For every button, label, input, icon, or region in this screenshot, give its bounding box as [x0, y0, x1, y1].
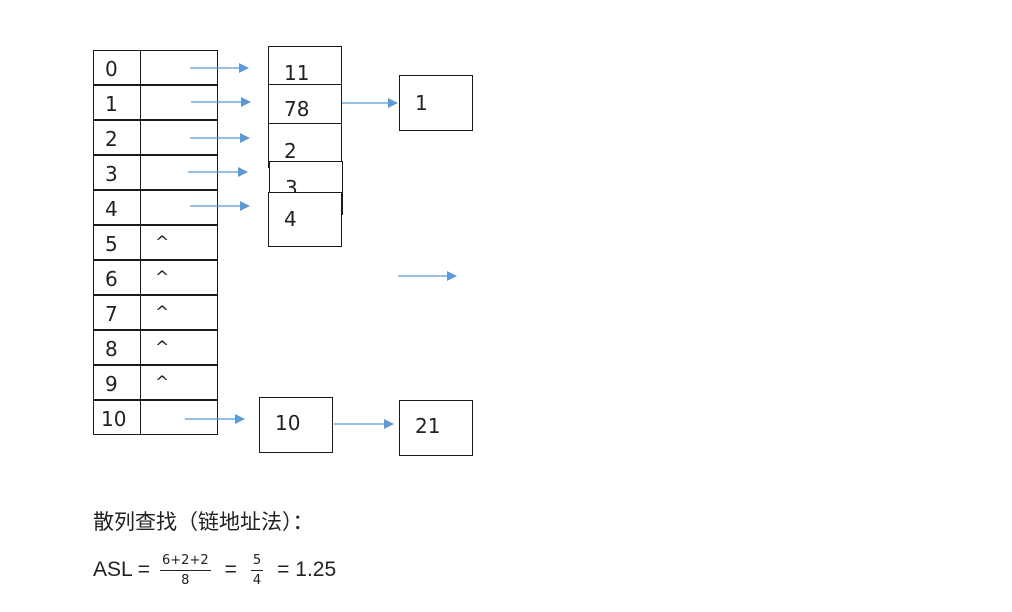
- fraction-2-denominator: 4: [252, 572, 262, 588]
- table-index-8: 8: [93, 330, 141, 365]
- table-pointer-9: ^: [140, 365, 218, 400]
- formula-result: = 1.25: [277, 558, 337, 581]
- table-index-10: 10: [93, 400, 141, 435]
- fraction-2: 5 4: [250, 553, 264, 588]
- fraction-2-numerator: 5: [250, 553, 264, 571]
- node-21: 21: [399, 400, 473, 456]
- formula-lhs: ASL =: [93, 558, 151, 581]
- table-index-6: 6: [93, 260, 141, 295]
- node-11: 11: [268, 46, 342, 91]
- table-pointer-6: ^: [140, 260, 218, 295]
- node-4: 4: [268, 192, 342, 247]
- table-index-9: 9: [93, 365, 141, 400]
- fraction-1: 6+2+2 8: [160, 553, 211, 588]
- equals-sign-1: =: [224, 558, 237, 581]
- table-pointer-5: ^: [140, 225, 218, 260]
- table-index-2: 2: [93, 120, 141, 155]
- table-pointer-7: ^: [140, 295, 218, 330]
- table-pointer-8: ^: [140, 330, 218, 365]
- node-10: 10: [259, 397, 333, 453]
- fraction-1-numerator: 6+2+2: [160, 553, 211, 571]
- table-pointer-10: [140, 400, 218, 435]
- asl-formula: ASL = 6+2+2 8 = 5 4 = 1.25: [93, 550, 340, 590]
- table-index-7: 7: [93, 295, 141, 330]
- node-1: 1: [399, 75, 473, 131]
- table-index-4: 4: [93, 190, 141, 225]
- table-index-1: 1: [93, 85, 141, 120]
- caption-text: 散列查找（链地址法）：: [93, 510, 314, 534]
- node-78: 78: [268, 84, 342, 129]
- table-pointer-4: [140, 190, 218, 225]
- table-index-0: 0: [93, 50, 141, 85]
- fraction-1-denominator: 8: [181, 572, 190, 588]
